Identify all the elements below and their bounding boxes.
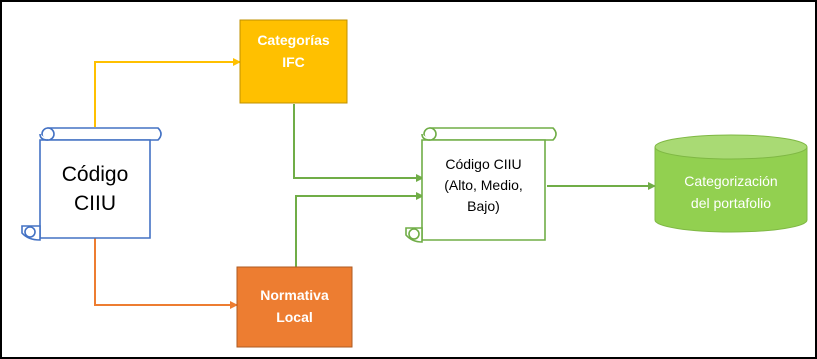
edge-codigo-to-normativa xyxy=(94,236,238,309)
normativa-local-label: Normativa Local xyxy=(260,287,329,325)
codigo-ciiu-left-label: Código CIIU xyxy=(61,162,129,215)
codigo-ciiu-scroll-center xyxy=(405,127,557,243)
normativa-local-box xyxy=(236,266,353,348)
codigo-ciiu-center-label: Código CIIU (Alto, Medio, Bajo) xyxy=(444,155,523,214)
categorizacion-cylinder xyxy=(654,134,808,233)
edge-normativa-to-codigo-center xyxy=(295,192,424,267)
categorizacion-label: Categorización del portafolio xyxy=(684,173,778,211)
codigo-ciiu-scroll-left xyxy=(21,127,162,241)
edge-categorias-to-codigo-center xyxy=(293,104,424,182)
categorias-ifc-label: Categorías IFC xyxy=(257,32,330,70)
edge-codigo-to-categorias xyxy=(94,58,241,127)
categorias-ifc-box xyxy=(239,19,348,104)
